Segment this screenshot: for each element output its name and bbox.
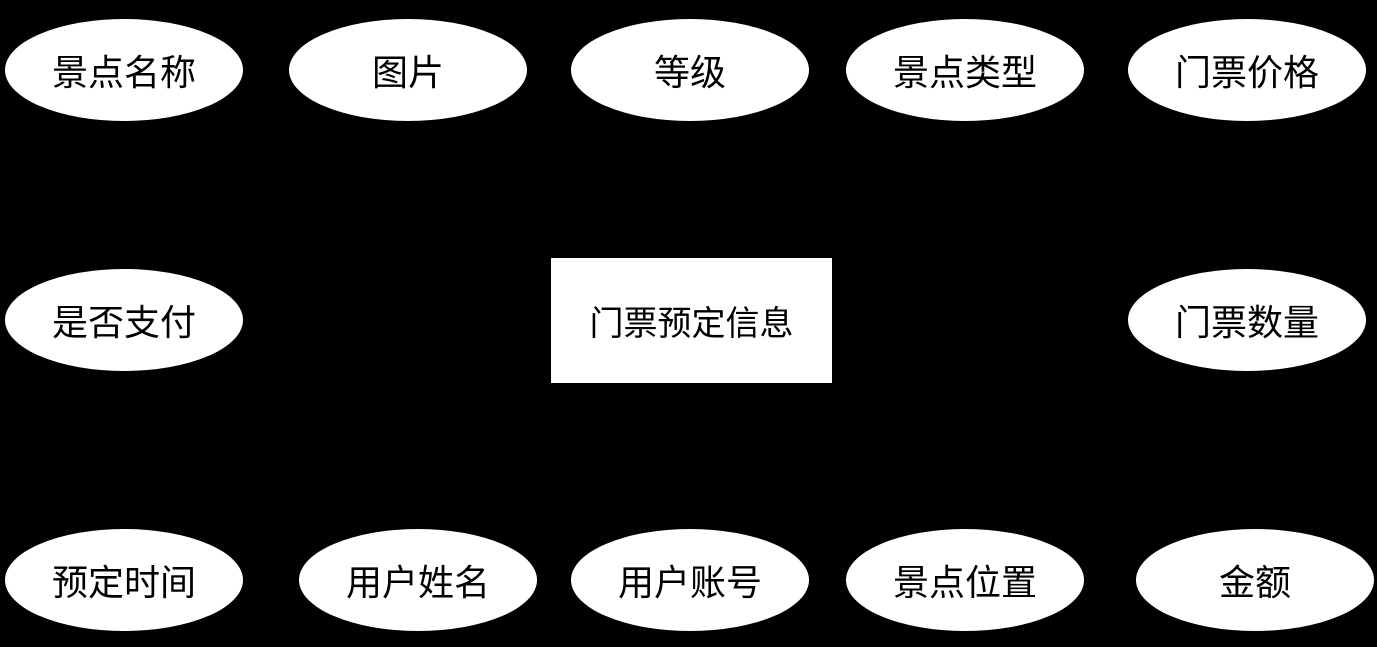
attribute-ticket-quantity: 门票数量: [1128, 269, 1366, 371]
attribute-is-paid: 是否支付: [5, 269, 243, 371]
attribute-booking-time: 预定时间: [5, 529, 243, 631]
attribute-scenic-type: 景点类型: [846, 19, 1084, 121]
entity-ticket-booking: 门票预定信息: [551, 258, 832, 383]
attribute-scenic-name: 景点名称: [5, 19, 243, 121]
attribute-amount: 金额: [1136, 529, 1374, 631]
attribute-image: 图片: [289, 19, 527, 121]
attribute-level: 等级: [571, 19, 809, 121]
attribute-user-account: 用户账号: [571, 529, 809, 631]
attribute-ticket-price: 门票价格: [1128, 19, 1366, 121]
attribute-scenic-location: 景点位置: [846, 529, 1084, 631]
attribute-user-name: 用户姓名: [299, 529, 537, 631]
